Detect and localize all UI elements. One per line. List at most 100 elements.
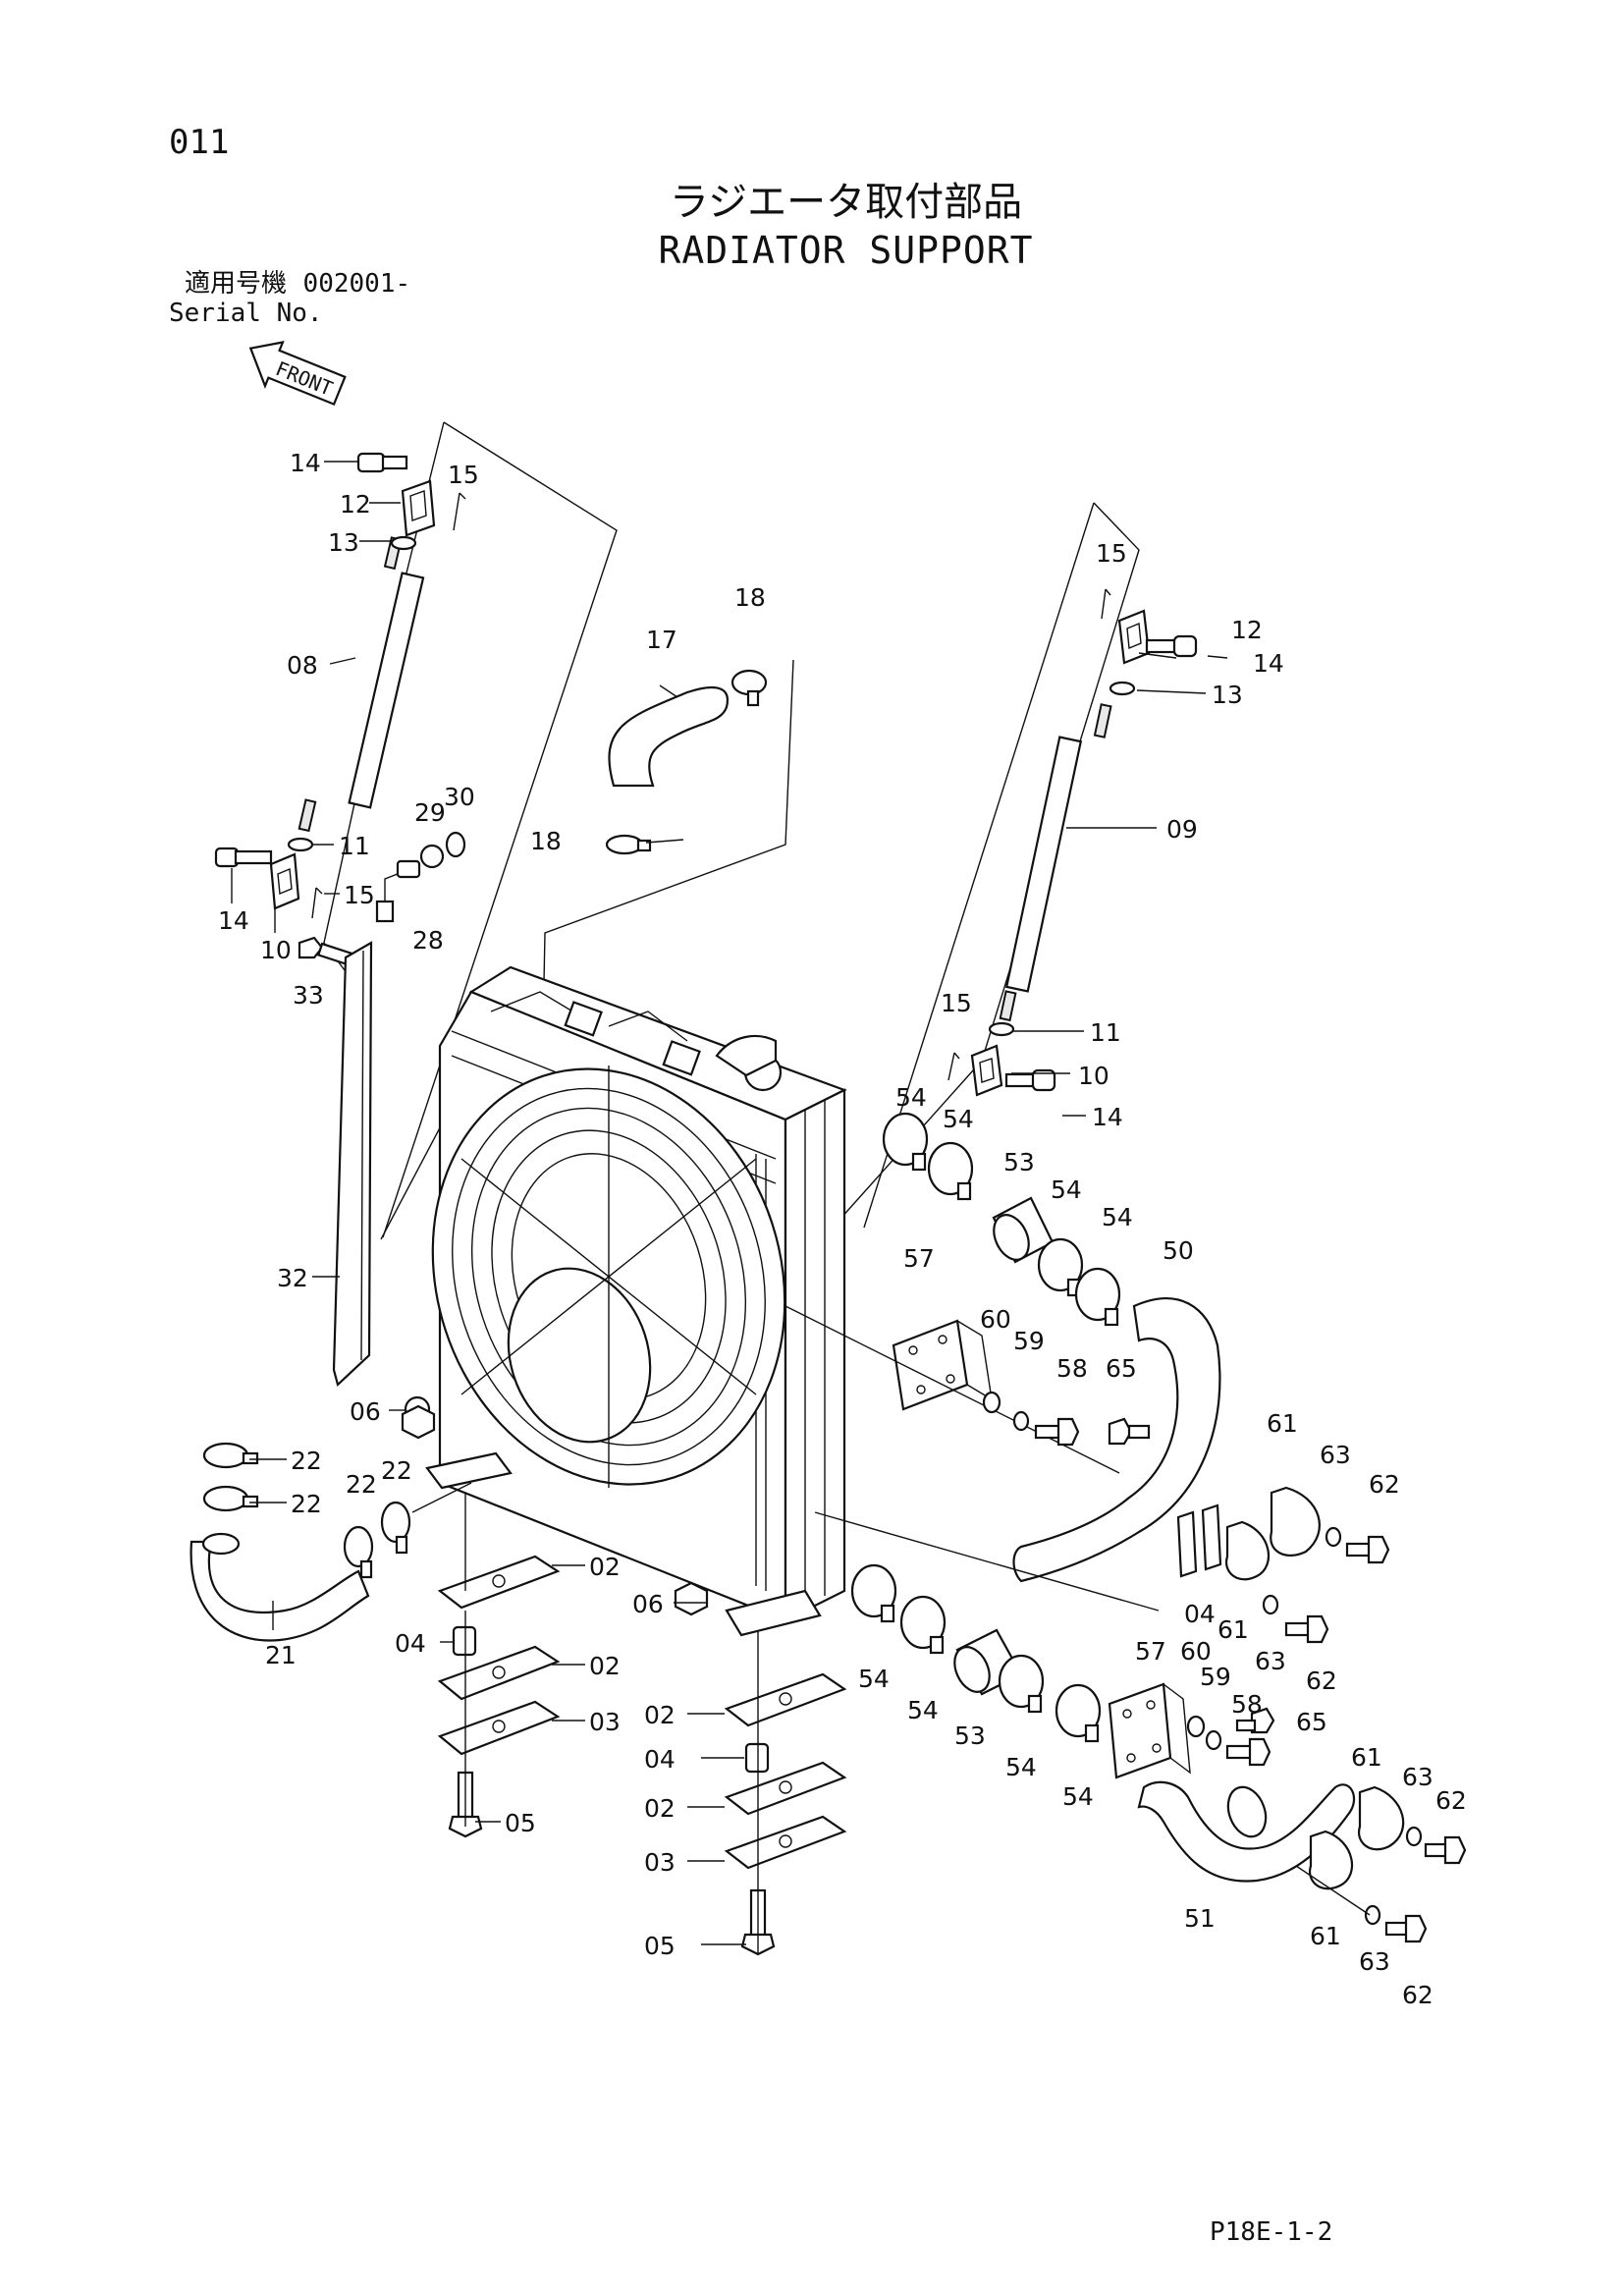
callout-54: 54 <box>858 1665 890 1693</box>
callout-05: 05 <box>505 1809 536 1837</box>
front-arrow-icon: FRONT <box>248 341 347 407</box>
clamp-54-a <box>882 1112 929 1172</box>
pin-15-right-lower <box>947 1052 960 1081</box>
callout-02: 02 <box>589 1652 621 1680</box>
callout-62: 62 <box>1369 1470 1400 1499</box>
callout-02: 02 <box>589 1553 621 1581</box>
callout-54: 54 <box>1102 1203 1133 1231</box>
callout-32: 32 <box>277 1264 308 1292</box>
page-title-japanese: ラジエータ取付部品 <box>669 180 1023 225</box>
serial-range: 適用号機 002001- <box>185 271 410 297</box>
bracket-04-right <box>1176 1503 1222 1578</box>
clamp-22-d <box>380 1501 411 1555</box>
nut-06-left <box>401 1404 436 1440</box>
callout-22: 22 <box>381 1456 412 1485</box>
washer-60-upper <box>982 1391 1001 1414</box>
callout-15: 15 <box>941 989 972 1017</box>
pin-15-right-top <box>1101 588 1111 620</box>
nut-06-right <box>674 1581 709 1616</box>
right-stay-leader-lines <box>814 502 1140 1248</box>
callout-13: 13 <box>328 528 359 557</box>
clamp-54-d <box>1074 1267 1121 1327</box>
bolt-65-upper <box>1108 1417 1151 1446</box>
radiator-fan-shroud <box>431 1066 786 1488</box>
callout-28: 28 <box>412 926 444 955</box>
callout-04: 04 <box>644 1745 676 1774</box>
clamp-22-a <box>202 1442 259 1469</box>
callout-15: 15 <box>1096 539 1127 568</box>
washer-59-upper <box>1012 1410 1030 1432</box>
callout-02: 02 <box>644 1794 676 1823</box>
clamp-54-h <box>1055 1683 1102 1743</box>
callout-57: 57 <box>1135 1637 1166 1666</box>
sleeve-53-upper <box>992 1196 1055 1264</box>
callout-65: 65 <box>1296 1708 1327 1736</box>
callout-18: 18 <box>734 583 766 612</box>
callout-59: 59 <box>1013 1327 1045 1355</box>
washer-63-upper-a <box>1325 1526 1342 1548</box>
washer-63-lower-b <box>1364 1904 1381 1926</box>
callout-21: 21 <box>265 1641 297 1669</box>
callout-02: 02 <box>644 1701 676 1729</box>
bolt-14-left <box>214 847 273 868</box>
pad-02-upper-left <box>437 1555 561 1610</box>
callout-22: 22 <box>291 1490 322 1518</box>
callout-05: 05 <box>644 1932 676 1960</box>
sensor-28-29-30 <box>375 831 466 923</box>
bracket-12-right <box>1117 609 1151 665</box>
callout-labels: 14 12 15 13 08 11 14 10 15 33 29 30 28 1… <box>218 449 1467 2009</box>
clamp-18-lower <box>605 834 652 855</box>
callout-29: 29 <box>414 798 446 827</box>
callout-22: 22 <box>291 1447 322 1475</box>
callout-65: 65 <box>1106 1354 1137 1383</box>
nut-11-left <box>287 837 314 852</box>
callout-50: 50 <box>1163 1236 1194 1265</box>
hose-21 <box>189 1532 370 1642</box>
bracket-12-top-left <box>401 479 436 537</box>
callout-62: 62 <box>1306 1667 1337 1695</box>
callout-63: 63 <box>1320 1441 1351 1469</box>
callout-60: 60 <box>980 1305 1011 1334</box>
callout-54: 54 <box>1062 1782 1094 1811</box>
collar-04-right <box>744 1742 770 1774</box>
callout-63: 63 <box>1359 1947 1390 1976</box>
callout-12: 12 <box>1231 616 1263 644</box>
nut-11-right <box>988 1021 1015 1037</box>
callout-10: 10 <box>260 936 292 964</box>
callout-15: 15 <box>448 461 479 489</box>
washer-63-upper-b <box>1262 1594 1279 1615</box>
bolt-62-upper-a <box>1345 1535 1390 1564</box>
washer-59-lower <box>1205 1729 1222 1751</box>
callout-54: 54 <box>907 1696 939 1724</box>
callout-61: 61 <box>1351 1743 1382 1772</box>
bracket-10-left <box>269 852 300 910</box>
callout-57: 57 <box>903 1244 935 1273</box>
callout-30: 30 <box>444 783 475 811</box>
callout-62: 62 <box>1435 1786 1467 1815</box>
callout-61: 61 <box>1217 1615 1249 1644</box>
callout-22: 22 <box>346 1470 377 1499</box>
callout-09: 09 <box>1166 815 1198 844</box>
clamp-54-f <box>899 1595 947 1655</box>
nut-13-right <box>1109 681 1136 696</box>
bracket-57-upper <box>892 1319 993 1411</box>
callout-12: 12 <box>340 490 371 519</box>
callout-04: 04 <box>1184 1600 1216 1628</box>
drawing-code: P18E-1-2 <box>1210 2217 1333 2247</box>
clamp-61-upper-b <box>1224 1520 1271 1581</box>
callout-54: 54 <box>943 1105 974 1133</box>
bolt-14-right-lower <box>1004 1068 1056 1092</box>
pad-02-middle <box>724 1672 847 1727</box>
bolt-58-lower <box>1225 1737 1271 1767</box>
page-title-english: RADIATOR SUPPORT <box>658 229 1034 272</box>
clamp-22-c <box>343 1525 374 1579</box>
clamp-22-b <box>202 1485 259 1512</box>
bolt-14-top-left <box>356 452 408 473</box>
pad-03-right <box>724 1815 847 1870</box>
bolt-14-right-top <box>1145 634 1198 658</box>
pin-15-top-left <box>453 492 466 531</box>
callout-53: 53 <box>954 1722 986 1750</box>
stay-rod-right <box>999 703 1112 1022</box>
serial-label-english: Serial No. <box>169 299 323 328</box>
page-number: 011 <box>169 123 230 162</box>
